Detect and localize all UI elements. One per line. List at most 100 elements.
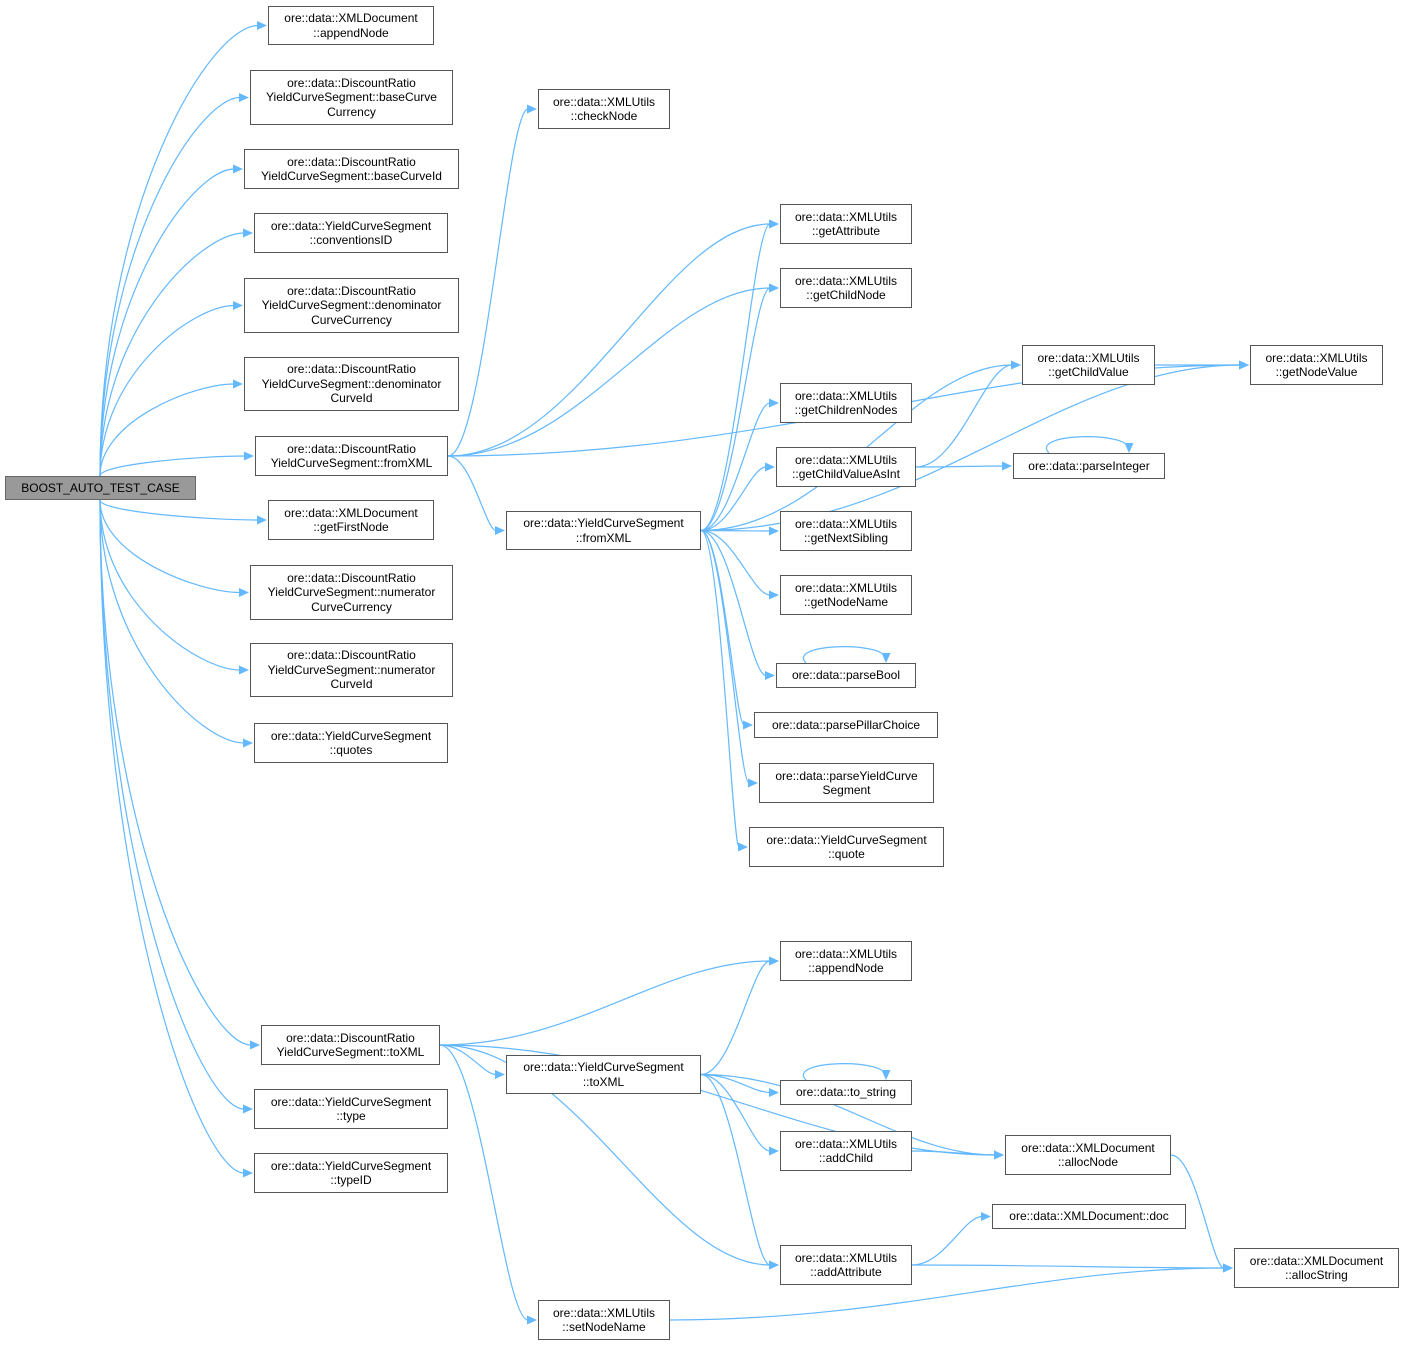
node-add-attribute[interactable]: ore::data::XMLUtils ::addAttribute [780, 1245, 912, 1285]
node-base-curve-id[interactable]: ore::data::DiscountRatio YieldCurveSegme… [244, 149, 459, 189]
arrowhead [239, 93, 249, 102]
edge-root-to-type-id [99, 499, 245, 1174]
edge-root-to-dr-from-xml [99, 455, 246, 477]
node-add-child[interactable]: ore::data::XMLUtils ::addChild [780, 1131, 912, 1171]
arrowhead [243, 1104, 253, 1114]
edge-ycs-from-xml-to-parse-bool [700, 529, 767, 677]
edge-root-to-doc-append-node [99, 24, 259, 477]
edge-dr-from-xml-to-get-child-node [447, 287, 771, 457]
arrowhead [769, 283, 779, 293]
node-get-attribute[interactable]: ore::data::XMLUtils ::getAttribute [780, 204, 912, 244]
node-get-child-value-as-int[interactable]: ore::data::XMLUtils ::getChildValueAsInt [776, 447, 916, 487]
node-parse-bool[interactable]: ore::data::parseBool [776, 663, 916, 688]
arrowhead [239, 665, 249, 675]
arrowhead [495, 1070, 505, 1079]
edge-dr-to-xml-to-set-node-name [439, 1044, 529, 1321]
edge-ycs-to-xml-to-alloc-node [700, 1073, 996, 1156]
edge-ycs-to-xml-to-to-string [700, 1073, 771, 1094]
edge-root-to-quotes [99, 499, 245, 744]
arrowhead [527, 104, 537, 114]
arrowhead [994, 1150, 1004, 1160]
edge-dr-to-xml-to-utils-append-node [439, 960, 771, 1046]
node-alloc-node[interactable]: ore::data::XMLDocument ::allocNode [1005, 1135, 1171, 1175]
arrowhead [765, 462, 775, 472]
arrowhead [881, 653, 891, 663]
arrowhead [769, 1260, 779, 1270]
node-denom-curve-currency[interactable]: ore::data::DiscountRatio YieldCurveSegme… [244, 278, 459, 333]
edge-dr-from-xml-to-check-node [447, 108, 529, 457]
node-quotes[interactable]: ore::data::YieldCurveSegment ::quotes [254, 723, 448, 763]
node-num-curve-id[interactable]: ore::data::DiscountRatio YieldCurveSegme… [250, 643, 453, 697]
edge-root-to-conventions-id [99, 232, 245, 477]
edge-alloc-node-to-alloc-string [1170, 1154, 1225, 1269]
node-doc[interactable]: ore::data::XMLDocument::doc [992, 1204, 1186, 1229]
node-type[interactable]: ore::data::YieldCurveSegment ::type [254, 1089, 448, 1129]
edge-root-to-base-curve-currency [99, 96, 241, 477]
arrowhead [769, 398, 779, 408]
node-get-node-name[interactable]: ore::data::XMLUtils ::getNodeName [780, 575, 912, 615]
arrowhead [1002, 461, 1012, 471]
node-quote[interactable]: ore::data::YieldCurveSegment ::quote [749, 827, 944, 867]
arrowhead [527, 1315, 537, 1325]
node-parse-integer[interactable]: ore::data::parseInteger [1013, 453, 1165, 479]
arrowhead [748, 778, 758, 788]
node-num-curve-currency[interactable]: ore::data::DiscountRatio YieldCurveSegme… [250, 565, 453, 620]
node-get-next-sibling[interactable]: ore::data::XMLUtils ::getNextSibling [780, 511, 912, 551]
edge-set-node-name-to-alloc-string [669, 1267, 1225, 1321]
node-denom-curve-id[interactable]: ore::data::DiscountRatio YieldCurveSegme… [244, 357, 459, 411]
node-doc-append-node[interactable]: ore::data::XMLDocument ::appendNode [268, 6, 434, 45]
node-set-node-name[interactable]: ore::data::XMLUtils ::setNodeName [538, 1300, 670, 1340]
arrowhead [769, 956, 779, 966]
node-get-child-node[interactable]: ore::data::XMLUtils ::getChildNode [780, 268, 912, 308]
node-get-child-value[interactable]: ore::data::XMLUtils ::getChildValue [1022, 345, 1155, 385]
edge-get-child-value-as-int-to-get-child-value [915, 364, 1013, 468]
edge-ycs-from-xml-to-quote [700, 529, 740, 848]
node-to-string[interactable]: ore::data::to_string [780, 1080, 912, 1105]
node-dr-to-xml[interactable]: ore::data::DiscountRatio YieldCurveSegme… [261, 1025, 440, 1065]
arrowhead [769, 1088, 779, 1097]
edge-add-child-to-alloc-node [911, 1150, 996, 1156]
edge-root-to-type [99, 499, 245, 1110]
arrowhead [769, 219, 779, 229]
edge-root-to-num-curve-currency [99, 499, 241, 594]
arrowhead [1011, 360, 1021, 370]
node-ycs-to-xml[interactable]: ore::data::YieldCurveSegment ::toXML [506, 1055, 701, 1094]
edge-dr-from-xml-to-ycs-from-xml [447, 455, 497, 532]
node-root[interactable]: BOOST_AUTO_TEST_CASE [5, 476, 196, 500]
node-check-node[interactable]: ore::data::XMLUtils ::checkNode [538, 89, 670, 129]
arrowhead [233, 379, 243, 389]
node-dr-from-xml[interactable]: ore::data::DiscountRatio YieldCurveSegme… [255, 436, 448, 476]
node-get-node-value[interactable]: ore::data::XMLUtils ::getNodeValue [1250, 345, 1383, 385]
arrowhead [1124, 443, 1134, 453]
edge-ycs-to-xml-to-utils-append-node [700, 960, 771, 1076]
edge-dr-from-xml-to-get-attribute [447, 223, 771, 457]
edge-add-attribute-to-doc [911, 1215, 983, 1266]
arrowhead [743, 720, 753, 730]
arrowhead [233, 301, 243, 310]
edge-root-to-denom-curve-id [99, 383, 235, 477]
node-parse-pillar-choice[interactable]: ore::data::parsePillarChoice [754, 712, 938, 738]
node-get-children-nodes[interactable]: ore::data::XMLUtils ::getChildrenNodes [780, 383, 912, 423]
node-parse-yield-curve-segment[interactable]: ore::data::parseYieldCurve Segment [759, 763, 934, 803]
node-base-curve-currency[interactable]: ore::data::DiscountRatio YieldCurveSegme… [250, 70, 453, 125]
node-get-first-node[interactable]: ore::data::XMLDocument ::getFirstNode [268, 500, 434, 540]
node-utils-append-node[interactable]: ore::data::XMLUtils ::appendNode [780, 941, 912, 981]
edge-to-string-to-to-string [802, 1063, 887, 1081]
arrowhead [257, 21, 267, 30]
arrowhead [257, 515, 267, 525]
arrowhead [233, 164, 243, 174]
edge-ycs-from-xml-to-get-attribute [700, 223, 771, 532]
edge-ycs-from-xml-to-get-child-value-as-int [700, 466, 767, 532]
node-alloc-string[interactable]: ore::data::XMLDocument ::allocString [1234, 1248, 1399, 1288]
edge-ycs-to-xml-to-add-attribute [700, 1073, 771, 1266]
node-conventions-id[interactable]: ore::data::YieldCurveSegment ::conventio… [254, 213, 448, 253]
edge-ycs-to-xml-to-add-child [700, 1073, 771, 1152]
arrowhead [769, 526, 779, 536]
arrowhead [769, 590, 779, 600]
edge-ycs-from-xml-to-parse-pillar-choice [700, 529, 745, 726]
edge-ycs-from-xml-to-get-child-node [700, 287, 771, 532]
arrowhead [1223, 1263, 1233, 1273]
node-ycs-from-xml[interactable]: ore::data::YieldCurveSegment ::fromXML [506, 511, 701, 550]
node-type-id[interactable]: ore::data::YieldCurveSegment ::typeID [254, 1153, 448, 1193]
